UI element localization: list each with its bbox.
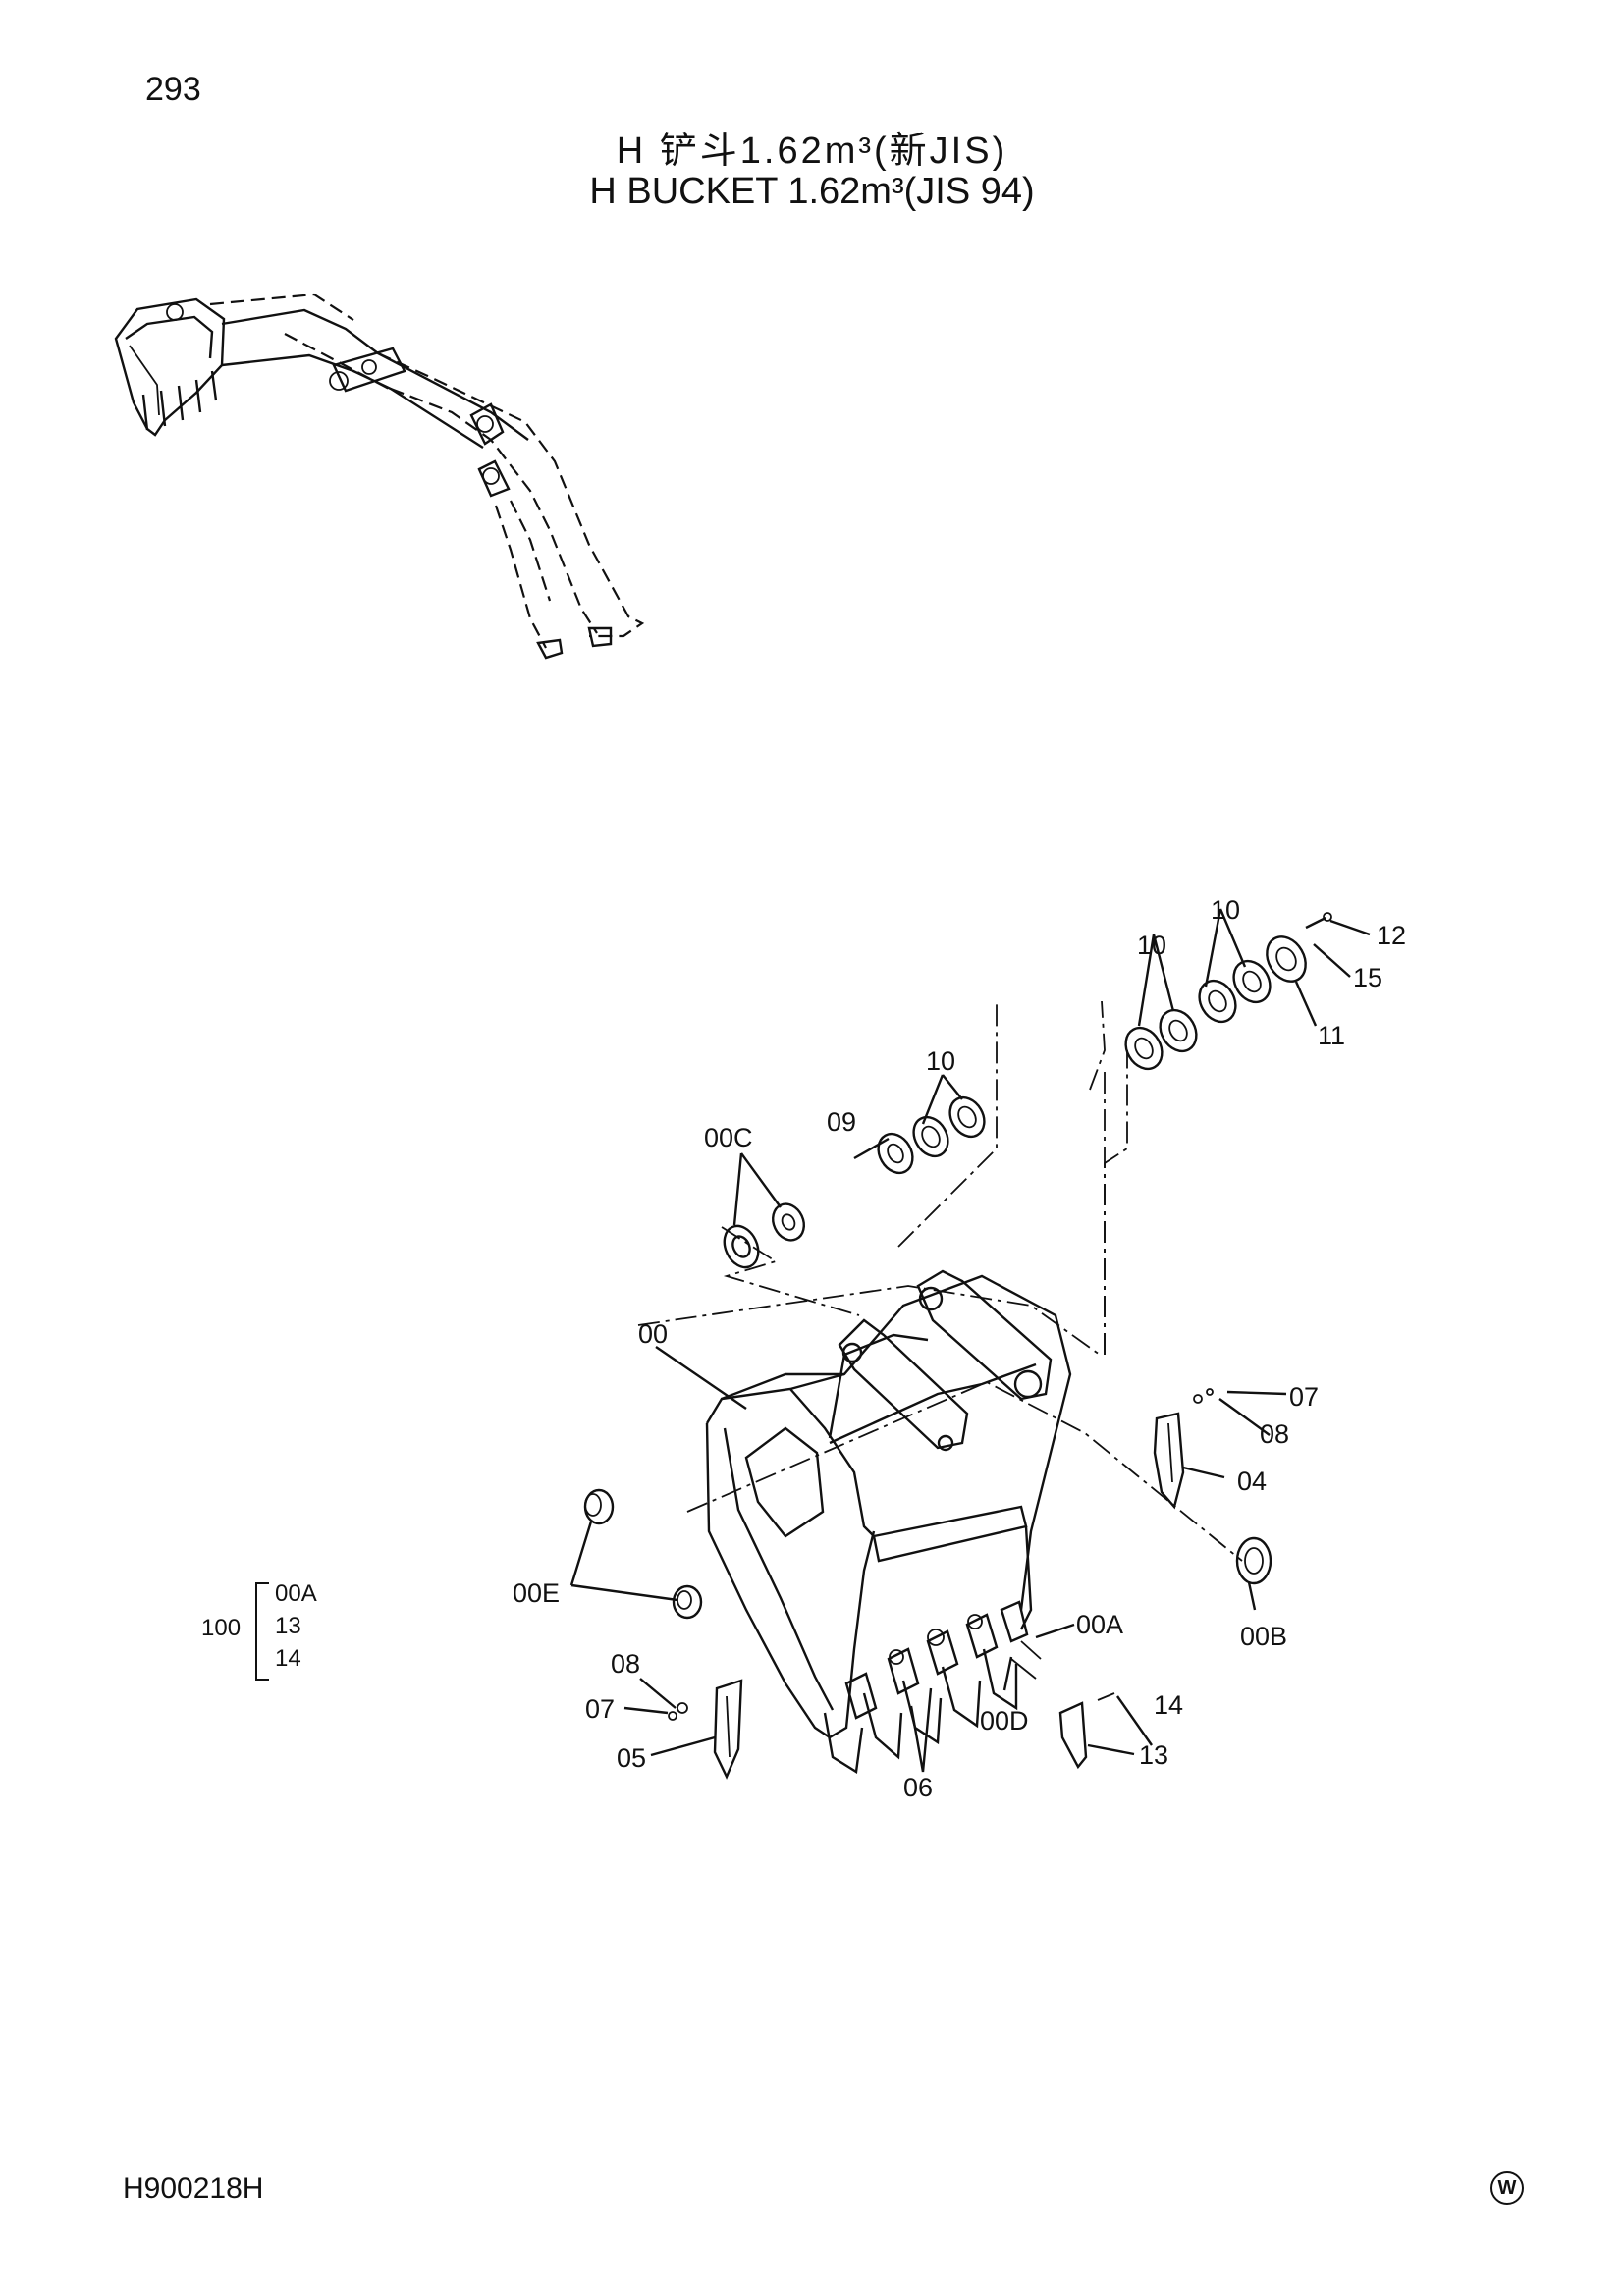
kit-item: 14 <box>275 1645 301 1672</box>
part-10-shims-right <box>1124 959 1272 1071</box>
kit-assembly-number: 100 <box>201 1615 242 1641</box>
callout-08-right: 08 <box>1260 1419 1289 1449</box>
footer-logo-mark: W <box>1490 2171 1524 2205</box>
callout-14: 14 <box>1154 1690 1183 1720</box>
callout-15: 15 <box>1353 963 1382 992</box>
callout-08-left: 08 <box>611 1649 640 1679</box>
part-05-side-cutter <box>668 1679 743 1780</box>
part-12-bolt <box>1305 912 1332 930</box>
callout-00D: 00D <box>980 1706 1029 1735</box>
kit-item: 00A <box>275 1580 317 1607</box>
overview-arm <box>209 293 529 450</box>
part-04-side-cutter <box>1153 1388 1214 1510</box>
page-number: 293 <box>145 71 201 108</box>
callout-09: 09 <box>827 1107 856 1137</box>
part-00D-pin <box>1010 1640 1042 1680</box>
callout-00A: 00A <box>1076 1610 1123 1639</box>
callout-10-center: 10 <box>926 1046 955 1076</box>
callout-05: 05 <box>617 1743 646 1773</box>
excavator-arm-overview <box>114 293 645 660</box>
part-10-shims-center <box>912 1095 986 1158</box>
kit-item: 13 <box>275 1613 301 1639</box>
part-13-tooth <box>1058 1692 1115 1770</box>
part-00B-bushing <box>1235 1536 1272 1585</box>
overview-boom <box>284 333 645 660</box>
callout-10-top: 10 <box>1211 895 1240 925</box>
callout-04: 04 <box>1237 1467 1267 1496</box>
callout-06: 06 <box>903 1773 933 1802</box>
title-chinese: H 铲斗1.62m³(新JIS) <box>616 131 1008 172</box>
callout-10-right: 10 <box>1137 931 1166 960</box>
callout-00E: 00E <box>513 1578 560 1608</box>
part-09-ring <box>877 1132 914 1175</box>
callout-07-left: 07 <box>585 1694 615 1724</box>
callout-00C: 00C <box>704 1123 753 1152</box>
title-english: H BUCKET 1.62m³(JIS 94) <box>589 171 1035 212</box>
kit-bracket <box>255 1582 269 1681</box>
part-11-plate <box>1266 935 1307 983</box>
part-00E-bushings <box>583 1488 703 1620</box>
callout-00: 00 <box>638 1319 668 1349</box>
callout-labels: 10 10 12 15 11 10 00C 09 00 07 08 04 00B… <box>513 895 1406 1802</box>
callout-leaders <box>569 908 1371 1773</box>
bucket-assembly <box>583 912 1332 1780</box>
part-00C-bushing <box>723 1202 805 1269</box>
callout-00B: 00B <box>1240 1622 1287 1651</box>
overview-bucket <box>114 297 226 437</box>
callout-13: 13 <box>1139 1740 1168 1770</box>
callout-12: 12 <box>1377 921 1406 950</box>
document-code: H900218H <box>123 2172 264 2205</box>
callout-07-right: 07 <box>1289 1382 1319 1412</box>
callout-11: 11 <box>1318 1021 1345 1050</box>
bucket-body <box>705 1269 1072 1775</box>
